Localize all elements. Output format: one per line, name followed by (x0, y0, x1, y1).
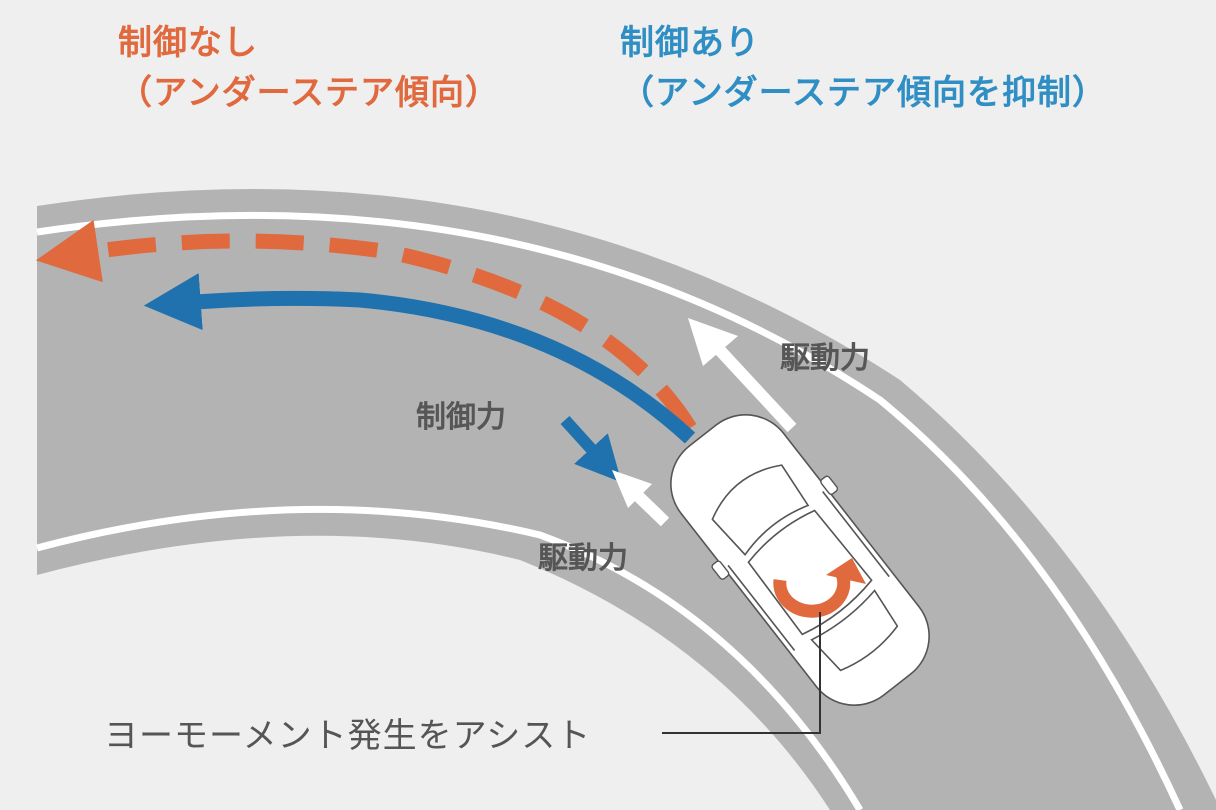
annotation-leader-line (662, 612, 821, 734)
path-with-control (143, 273, 696, 444)
heading-with-control-line2: （アンダーステア傾向を抑制） (620, 73, 1107, 113)
heading-without-control-line1: 制御なし (118, 23, 258, 63)
path-without-control (35, 219, 697, 432)
drive-force-label-bottom: 駆動力 (538, 541, 628, 576)
drive-force-arrow-bottom-icon (612, 470, 670, 527)
drive-force-arrow-icon (688, 318, 797, 433)
car-icon (670, 414, 930, 706)
control-force-label: 制御力 (416, 400, 506, 435)
yaw-moment-arrow-icon (773, 558, 866, 618)
outer-lane-line (36, 211, 1184, 810)
yaw-moment-annotation: ヨーモーメント発生をアシスト (104, 716, 592, 756)
drive-force-label-top: 駆動力 (780, 341, 870, 376)
heading-without-control: 制御なし （アンダーステア傾向） (118, 18, 500, 118)
control-force-arrow-icon (560, 415, 622, 483)
heading-with-control-line1: 制御あり (620, 23, 760, 63)
heading-without-control-line2: （アンダーステア傾向） (118, 73, 500, 113)
heading-with-control: 制御あり （アンダーステア傾向を抑制） (620, 18, 1107, 118)
inner-lane-line (36, 505, 864, 810)
